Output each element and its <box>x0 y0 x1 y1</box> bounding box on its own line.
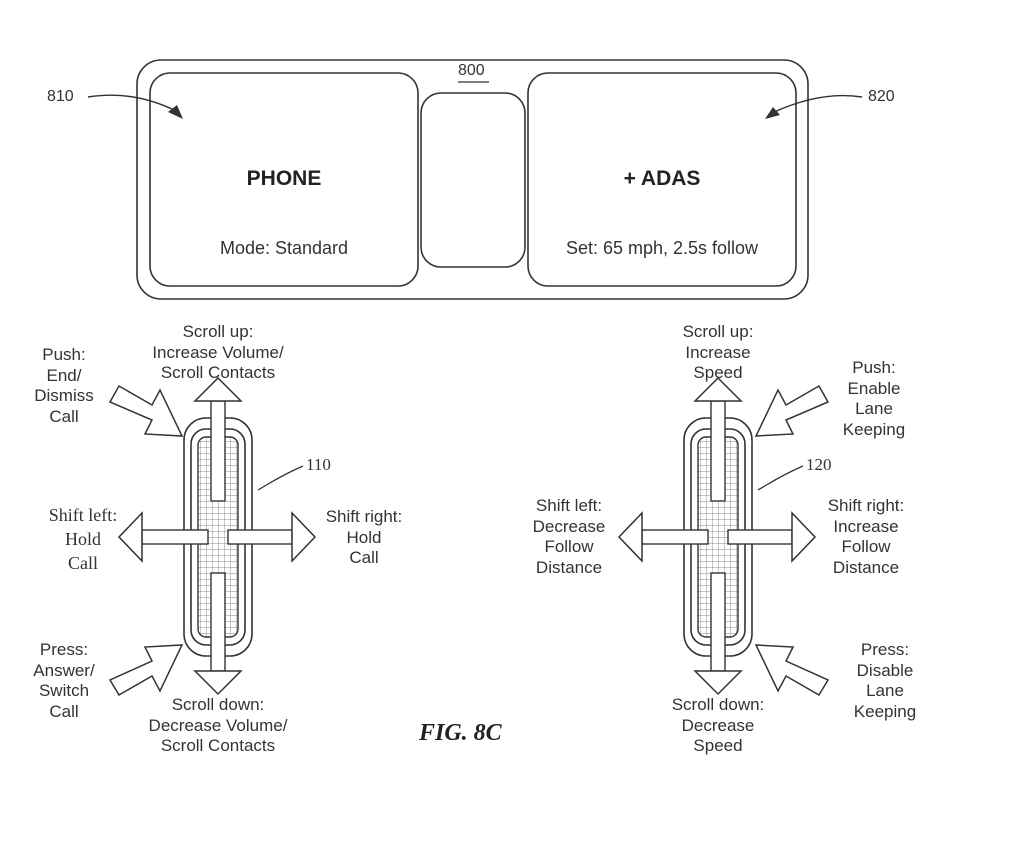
leader-110 <box>257 465 304 491</box>
right-push-arrow <box>754 384 830 437</box>
leader-120 <box>757 465 804 491</box>
right-push-label: Push: Enable Lane Keeping <box>842 358 906 439</box>
right-shift-right-label: Shift right: Increase Follow Distance <box>827 496 905 577</box>
right-press-arrow <box>754 644 830 697</box>
panel-810-status: Mode: Standard <box>219 238 349 258</box>
ref-800: 800 <box>458 62 485 79</box>
panel-810-title: PHONE <box>246 167 322 190</box>
left-push-label: Push: End/ Dismiss Call <box>34 345 94 426</box>
display-center-panel <box>420 92 526 268</box>
left-press-arrow <box>108 644 184 697</box>
left-push-arrow <box>108 384 184 437</box>
left-shift-left-label: Shift left: Hold Call <box>48 505 118 573</box>
right-press-label: Press: Disable Lane Keeping <box>853 640 917 721</box>
right-shift-left-label: Shift left: Decrease Follow Distance <box>532 496 606 577</box>
ref-110: 110 <box>306 455 331 474</box>
left-shift-right-label: Shift right: Hold Call <box>325 507 403 567</box>
ref-120: 120 <box>806 455 832 474</box>
ref-820: 820 <box>868 88 895 105</box>
panel-820-title: + ADAS <box>623 167 701 190</box>
left-scroll-down-label: Scroll down: Decrease Volume/ Scroll Con… <box>148 695 288 755</box>
figure-label: FIG. 8C <box>419 720 502 746</box>
left-press-label: Press: Answer/ Switch Call <box>33 640 95 721</box>
leader-820 <box>771 94 863 114</box>
leader-810 <box>87 94 177 112</box>
left-scroll-up-label: Scroll up: Increase Volume/ Scroll Conta… <box>152 322 284 382</box>
leader-820-arrowhead <box>765 107 780 119</box>
right-scroll-up-label: Scroll up: Increase Speed <box>682 322 754 382</box>
display-panel-810 <box>149 72 419 287</box>
ref-810: 810 <box>47 88 74 105</box>
display-panel-820 <box>527 72 797 287</box>
leader-810-arrowhead <box>168 105 183 119</box>
right-scroll-down-label: Scroll down: Decrease Speed <box>671 695 765 755</box>
panel-820-status: Set: 65 mph, 2.5s follow <box>565 238 759 258</box>
